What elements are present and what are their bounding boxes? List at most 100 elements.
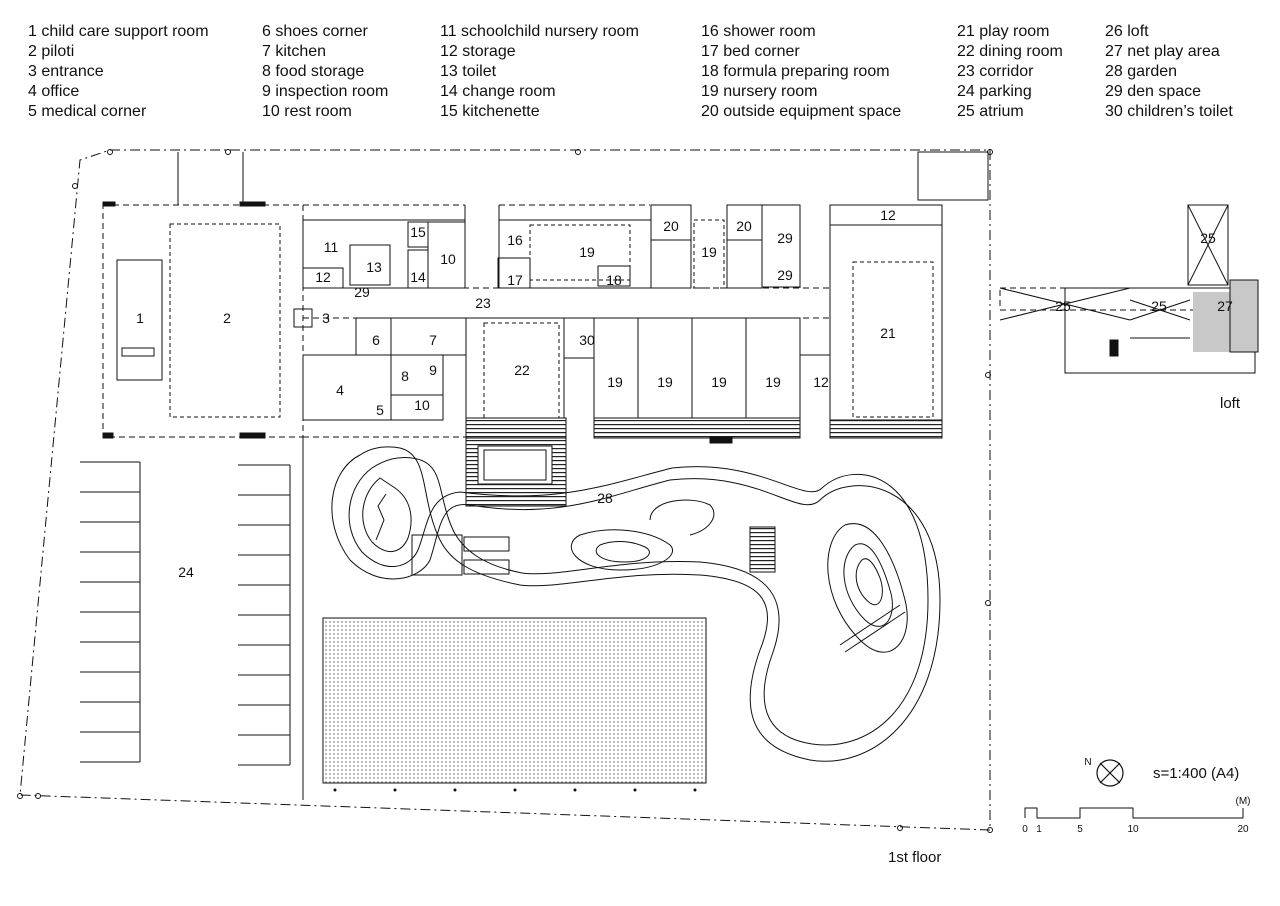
legend-item: 24 parking bbox=[957, 83, 1032, 100]
legend-item: 23 corridor bbox=[957, 63, 1034, 80]
legend-item: 4 office bbox=[28, 83, 80, 100]
room-label: 19 bbox=[657, 374, 673, 390]
room-label: 30 bbox=[579, 332, 595, 348]
garden-posts bbox=[333, 788, 697, 792]
room-label: 25 bbox=[1055, 298, 1071, 314]
room-label: 5 bbox=[376, 402, 384, 418]
legend-item: 15 kitchenette bbox=[440, 103, 540, 120]
legend-item: 2 piloti bbox=[28, 43, 75, 60]
legend-item: 16 shower room bbox=[701, 23, 816, 40]
room-label: 25 bbox=[1151, 298, 1167, 314]
legend-item: 26 loft bbox=[1105, 23, 1149, 40]
room-label: 12 bbox=[880, 207, 896, 223]
north-label: N bbox=[1084, 757, 1091, 768]
room-label: 12 bbox=[315, 269, 331, 285]
room-label: 13 bbox=[366, 259, 382, 275]
room-label: 19 bbox=[701, 244, 717, 260]
legend-column-4: 16 shower room 17 bed corner 18 formula … bbox=[701, 22, 901, 122]
room-label: 19 bbox=[579, 244, 595, 260]
legend-item: 9 inspection room bbox=[262, 83, 389, 100]
room-label: 9 bbox=[429, 362, 437, 378]
legend-item: 22 dining room bbox=[957, 43, 1063, 60]
room-label: 4 bbox=[336, 382, 344, 398]
room-label: 29 bbox=[777, 267, 793, 283]
parking bbox=[80, 461, 291, 766]
scale-tick: 10 bbox=[1127, 824, 1139, 835]
room-label: 27 bbox=[1217, 298, 1233, 314]
legend-item: 14 change room bbox=[440, 83, 556, 100]
room-label: 2 bbox=[223, 310, 231, 326]
legend-item: 30 children’s toilet bbox=[1105, 103, 1233, 120]
legend-item: 25 atrium bbox=[957, 103, 1024, 120]
scale-text: s=1:400 (A4) bbox=[1153, 765, 1239, 782]
legend-item: 1 child care support room bbox=[28, 23, 209, 40]
scale-bar-icon: (M) 0 1 5 10 20 bbox=[1022, 796, 1250, 835]
room-label: 22 bbox=[514, 362, 530, 378]
room-label: 14 bbox=[410, 269, 426, 285]
room-label: 29 bbox=[777, 230, 793, 246]
legend-column-6: 26 loft 27 net play area 28 garden 29 de… bbox=[1105, 22, 1233, 122]
legend-column-1: 1 child care support room 2 piloti 3 ent… bbox=[28, 22, 209, 122]
room-labels: 1 2 3 4 5 6 7 8 9 10 10 11 12 12 12 13 1… bbox=[136, 207, 1233, 580]
legend-column-5: 21 play room 22 dining room 23 corridor … bbox=[957, 22, 1063, 122]
room-label: 19 bbox=[711, 374, 727, 390]
legend-item: 11 schoolchild nursery room bbox=[440, 23, 639, 40]
room-label: 10 bbox=[440, 251, 456, 267]
room-label: 20 bbox=[736, 218, 752, 234]
north-arrow-icon: N bbox=[1084, 757, 1124, 787]
garden bbox=[322, 446, 941, 784]
room-label: 15 bbox=[410, 224, 426, 240]
first-floor-caption: 1st floor bbox=[888, 849, 941, 866]
room-label: 19 bbox=[765, 374, 781, 390]
room-label: 24 bbox=[178, 564, 194, 580]
room-label: 19 bbox=[607, 374, 623, 390]
legend-item: 5 medical corner bbox=[28, 103, 147, 120]
room-label: 21 bbox=[880, 325, 896, 341]
room-label: 25 bbox=[1200, 230, 1216, 246]
legend-item: 3 entrance bbox=[28, 63, 104, 80]
site-boundary bbox=[17, 149, 993, 833]
legend-item: 10 rest room bbox=[262, 103, 352, 120]
room-label: 11 bbox=[324, 239, 339, 255]
legend-item: 12 storage bbox=[440, 43, 516, 60]
room-label: 3 bbox=[322, 310, 330, 326]
loft-plan bbox=[999, 204, 1259, 374]
legend-item: 21 play room bbox=[957, 23, 1050, 40]
room-label: 16 bbox=[507, 232, 523, 248]
scale-tick: 20 bbox=[1237, 824, 1249, 835]
legend-item: 27 net play area bbox=[1105, 43, 1220, 60]
legend-item: 20 outside equipment space bbox=[701, 103, 902, 120]
legend-item: 18 formula preparing room bbox=[701, 63, 890, 80]
legend-item: 8 food storage bbox=[262, 63, 365, 80]
legend-item: 29 den space bbox=[1105, 83, 1202, 100]
legend-item: 13 toilet bbox=[440, 63, 497, 80]
room-label: 10 bbox=[414, 397, 430, 413]
main-building bbox=[293, 204, 943, 800]
legend-column-3: 11 schoolchild nursery room 12 storage 1… bbox=[440, 22, 639, 122]
scale-unit: (M) bbox=[1236, 796, 1251, 807]
decks bbox=[465, 417, 943, 507]
piloti-area bbox=[102, 152, 304, 439]
room-label: 8 bbox=[401, 368, 409, 384]
scale-tick: 0 bbox=[1022, 824, 1028, 835]
legend-item: 7 kitchen bbox=[262, 43, 327, 60]
room-label: 18 bbox=[606, 272, 622, 288]
room-label: 7 bbox=[429, 332, 437, 348]
room-label: 23 bbox=[475, 295, 491, 311]
scale-tick: 5 bbox=[1077, 824, 1083, 835]
room-label: 29 bbox=[354, 284, 370, 300]
legend-item: 28 garden bbox=[1105, 63, 1178, 80]
room-label: 20 bbox=[663, 218, 679, 234]
loft-caption: loft bbox=[1220, 395, 1241, 412]
room-label: 12 bbox=[813, 374, 829, 390]
legend-item: 19 nursery room bbox=[701, 83, 818, 100]
room-label: 17 bbox=[507, 272, 523, 288]
room-label: 28 bbox=[597, 490, 613, 506]
legend-item: 6 shoes corner bbox=[262, 23, 368, 40]
legend-item: 17 bed corner bbox=[701, 43, 800, 60]
room-legend: 1 child care support room 2 piloti 3 ent… bbox=[0, 22, 1280, 132]
room-label: 1 bbox=[136, 310, 144, 326]
room-label: 6 bbox=[372, 332, 380, 348]
legend-column-2: 6 shoes corner 7 kitchen 8 food storage … bbox=[262, 22, 388, 122]
